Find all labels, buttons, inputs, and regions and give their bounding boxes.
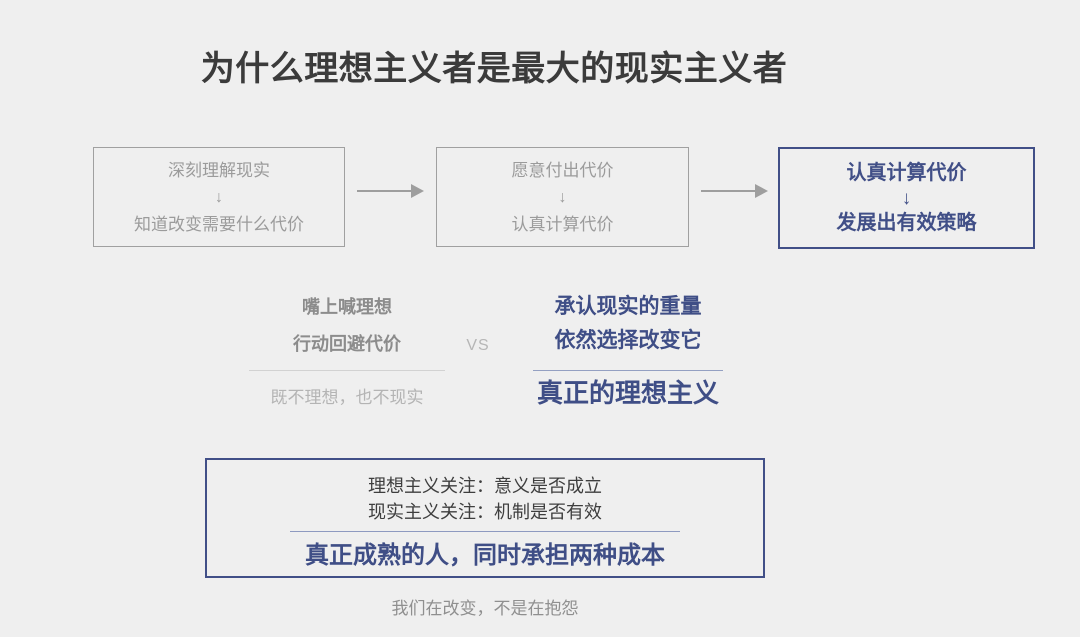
flow-step-label: 认真计算代价 [846, 161, 967, 184]
page-title: 为什么理想主义者是最大的现实主义者 [200, 50, 788, 88]
comparison-right-line: 依然选择改变它 [554, 329, 702, 352]
down-arrow-icon: ↓ [901, 187, 912, 209]
arrow-shaft [357, 189, 411, 192]
divider-line [290, 531, 680, 532]
flow-box-effective-strategy: 认真计算代价 ↓ 发展出有效策略 [778, 147, 1035, 249]
flow-step-label: 愿意付出代价 [511, 160, 614, 180]
comparison-right-line: 承认现实的重量 [554, 295, 702, 318]
right-arrow-icon [357, 182, 424, 199]
footer-note: 我们在改变，不是在抱怨 [391, 599, 579, 618]
flow-box-understand-reality: 深刻理解现实 ↓ 知道改变需要什么代价 [93, 147, 345, 247]
flow-step-label: 认真计算代价 [511, 214, 614, 234]
vs-label: VS [466, 337, 490, 354]
summary-box: 理想主义关注：意义是否成立 现实主义关注：机制是否有效 真正成熟的人，同时承担两… [205, 458, 765, 578]
comparison-left-column: 嘴上喊理想 行动回避代价 既不理想，也不现实 [232, 298, 462, 407]
down-arrow-icon: ↓ [215, 188, 223, 206]
comparison-left-line: 嘴上喊理想 [302, 297, 392, 317]
comparison-left-line: 行动回避代价 [293, 334, 401, 354]
flow-step-label: 知道改变需要什么代价 [134, 214, 304, 234]
flow-box-pay-price: 愿意付出代价 ↓ 认真计算代价 [436, 147, 689, 247]
summary-line: 现实主义关注：机制是否有效 [368, 502, 602, 522]
comparison-right-verdict: 真正的理想主义 [536, 378, 719, 408]
flow-step-label: 发展出有效策略 [836, 211, 977, 234]
down-arrow-icon: ↓ [558, 188, 567, 206]
comparison-right-column: 承认现实的重量 依然选择改变它 真正的理想主义 [513, 296, 743, 407]
summary-highlight: 真正成熟的人，同时承担两种成本 [305, 542, 665, 569]
right-arrow-icon [701, 182, 768, 199]
flow-step-label: 深刻理解现实 [168, 160, 270, 180]
arrow-head [755, 183, 768, 198]
comparison-left-verdict: 既不理想，也不现实 [270, 388, 424, 407]
arrow-head [411, 183, 424, 198]
summary-line: 理想主义关注：意义是否成立 [368, 476, 602, 496]
arrow-shaft [701, 189, 755, 192]
divider-line [249, 370, 445, 371]
divider-line [533, 370, 723, 371]
